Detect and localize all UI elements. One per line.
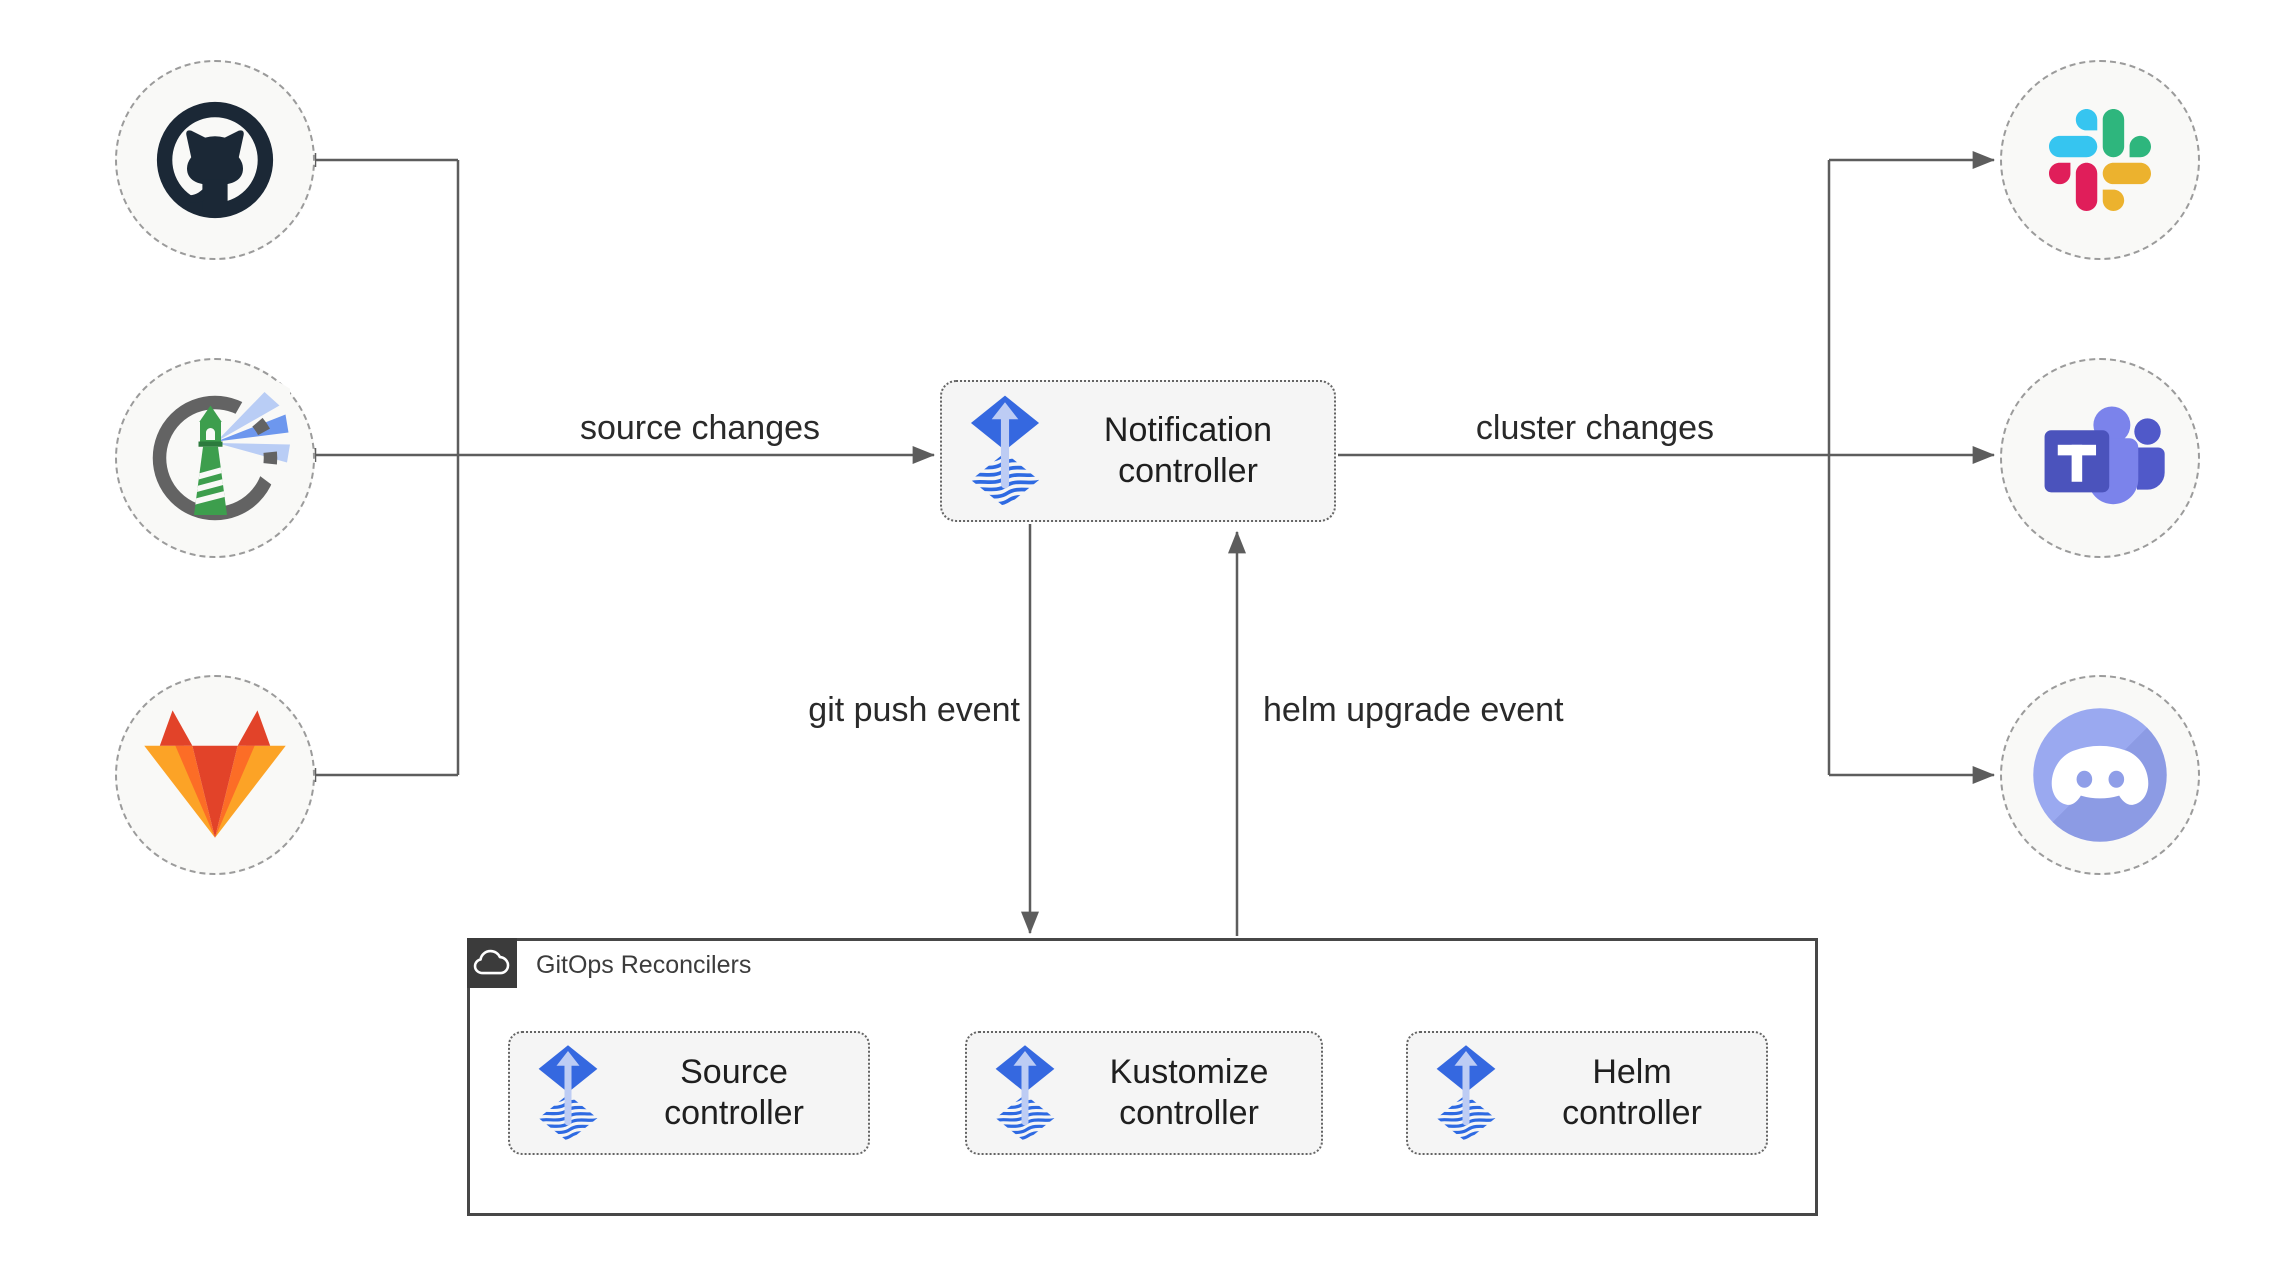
node-label: Kustomize controller <box>1109 1052 1269 1132</box>
endpoint-slack[interactable] <box>2000 60 2200 260</box>
endpoint-harbor[interactable] <box>115 358 315 558</box>
endpoint-github[interactable] <box>115 60 315 260</box>
container-title: GitOps Reconcilers <box>536 950 752 979</box>
endpoint-discord[interactable] <box>2000 675 2200 875</box>
flux-icon <box>993 1044 1057 1143</box>
flux-icon <box>536 1044 600 1143</box>
endpoint-teams[interactable] <box>2000 358 2200 558</box>
container-tab <box>467 938 517 988</box>
kustomize-controller-node[interactable]: Kustomize controller <box>965 1031 1323 1155</box>
edge-label-git-push-event: git push event <box>808 691 1020 729</box>
endpoint-gitlab[interactable] <box>115 675 315 875</box>
gitlab-icon <box>144 709 286 842</box>
edge-label-cluster-changes: cluster changes <box>1475 409 1715 447</box>
github-icon <box>145 90 285 230</box>
discord-icon <box>2029 704 2171 846</box>
flux-icon <box>1434 1044 1498 1143</box>
source-controller-node[interactable]: Source controller <box>508 1031 870 1155</box>
teams-icon <box>2034 392 2166 524</box>
node-label: Notification controller <box>1103 410 1273 490</box>
helm-controller-node[interactable]: Helm controller <box>1406 1031 1768 1155</box>
notification-controller-node[interactable]: Notification controller <box>940 380 1336 522</box>
cloud-icon <box>470 941 514 985</box>
harbor-icon <box>140 383 290 533</box>
node-label: Source controller <box>664 1052 804 1132</box>
node-label: Helm controller <box>1562 1052 1702 1132</box>
gitops-reconcilers-container[interactable]: GitOps Reconcilers Source controller Kus… <box>467 938 1818 1216</box>
slack-icon <box>2049 109 2151 211</box>
flux-icon <box>968 394 1042 509</box>
edge-label-source-changes: source changes <box>579 409 821 447</box>
edge-label-helm-upgrade-event: helm upgrade event <box>1263 691 1564 729</box>
